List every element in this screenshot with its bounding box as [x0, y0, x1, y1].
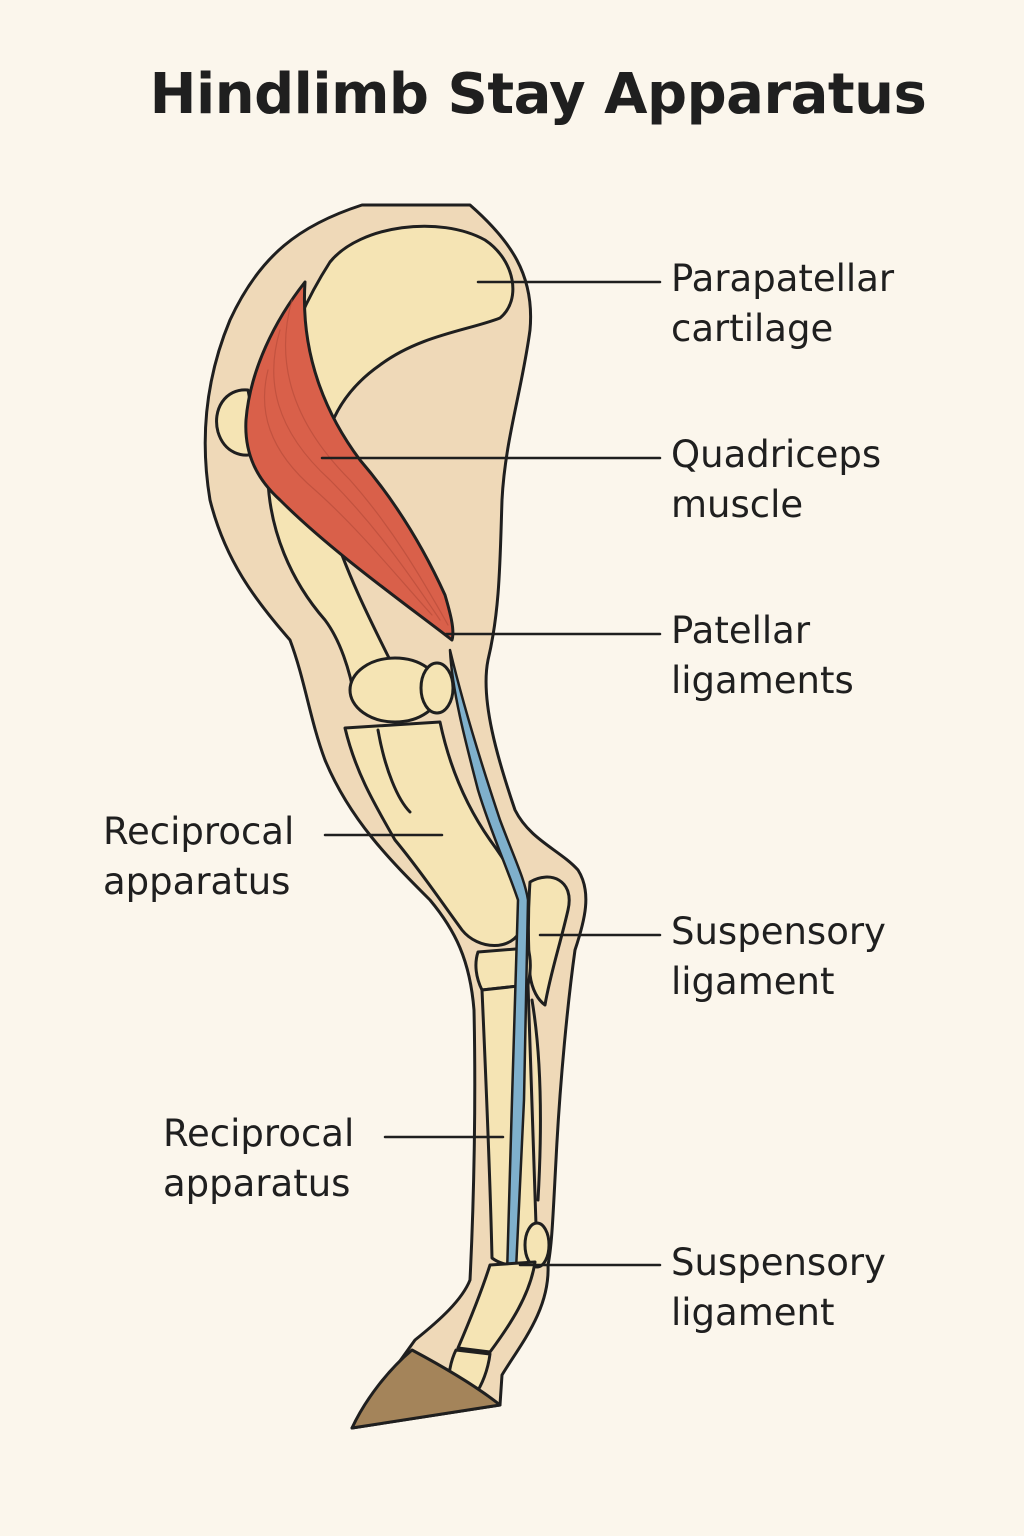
label-line-1: Suspensory: [671, 910, 886, 953]
splint-bone: [530, 998, 542, 1202]
calcaneus: [527, 875, 571, 1007]
label-line-2: ligament: [671, 1291, 835, 1334]
label-quadriceps-muscle: Quadriceps muscle: [671, 430, 1001, 530]
label-line-1: Parapatellar: [671, 257, 895, 300]
hoof: [350, 1348, 502, 1430]
label-suspensory-ligament-upper: Suspensory ligament: [671, 907, 1001, 1007]
label-line-2: cartilage: [671, 307, 834, 350]
label-parapatellar-cartilage: Parapatellar cartilage: [671, 254, 1001, 354]
pastern-bone-long: [456, 1260, 537, 1354]
quadriceps-muscle-shape: [244, 280, 455, 642]
label-line-1: Reciprocal: [163, 1112, 355, 1155]
label-line-1: Patellar: [671, 609, 811, 652]
label-line-2: ligaments: [671, 659, 854, 702]
label-suspensory-ligament-lower: Suspensory ligament: [671, 1238, 1001, 1338]
label-line-1: Quadriceps: [671, 433, 882, 476]
label-reciprocal-apparatus-lower: Reciprocal apparatus: [163, 1109, 493, 1209]
label-line-2: muscle: [671, 483, 804, 526]
label-reciprocal-apparatus-upper: Reciprocal apparatus: [103, 807, 433, 907]
femur: [266, 224, 515, 703]
diagram-title: Hindlimb Stay Apparatus: [149, 62, 927, 127]
label-line-2: apparatus: [163, 1162, 351, 1205]
fibula: [376, 728, 412, 814]
label-line-1: Reciprocal: [103, 810, 295, 853]
label-line-1: Suspensory: [671, 1241, 886, 1284]
label-line-2: apparatus: [103, 860, 291, 903]
label-patellar-ligaments: Patellar ligaments: [671, 606, 1001, 706]
label-line-2: ligament: [671, 960, 835, 1003]
patella: [419, 661, 455, 715]
quadriceps-fibers: [263, 299, 449, 626]
sesamoid: [523, 1221, 551, 1269]
